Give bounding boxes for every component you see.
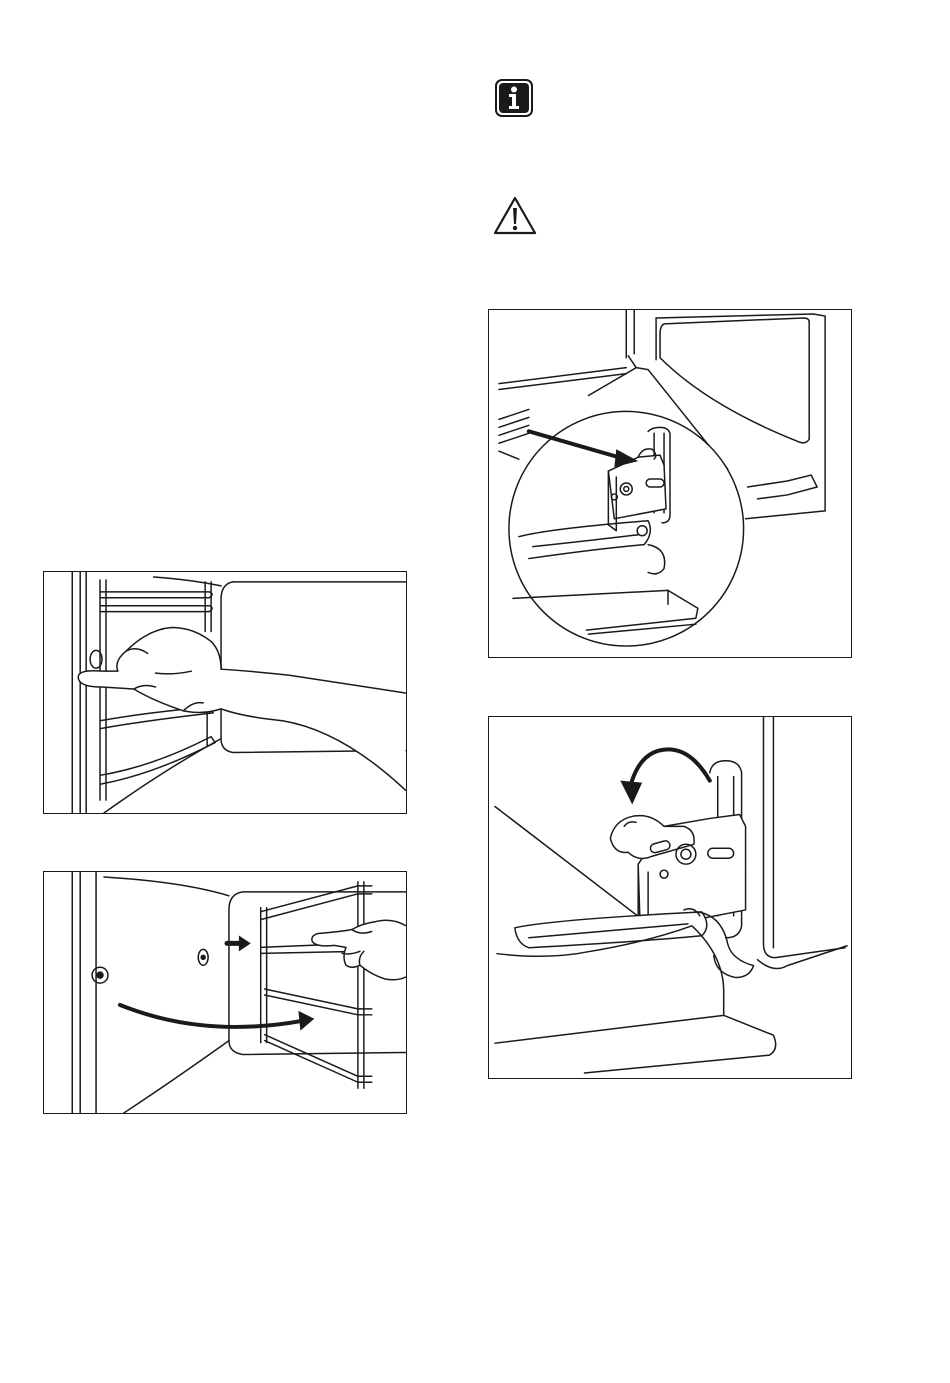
arrow-icon (227, 935, 251, 951)
hand-icon (78, 628, 405, 791)
shelf-rail-lower (100, 701, 215, 784)
fig-door-hinge-detail (488, 309, 852, 658)
fig-shelf-support-installation (43, 871, 407, 1114)
fig-shelf-support-removal (43, 571, 407, 814)
warning-icon (492, 195, 538, 237)
curved-arrow-icon (620, 749, 710, 804)
fig-hinge-lever-rotate (488, 716, 852, 1079)
info-icon (494, 78, 534, 118)
